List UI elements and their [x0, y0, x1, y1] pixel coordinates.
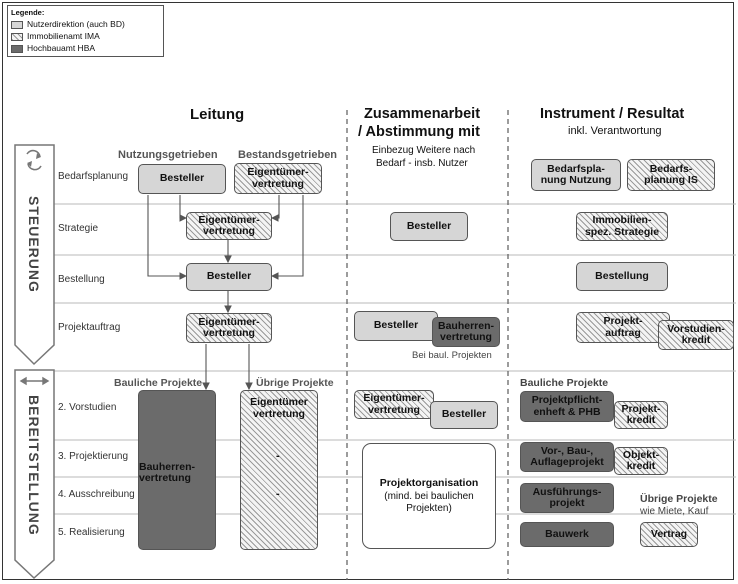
row-projektauftrag: Projektauftrag [58, 322, 121, 333]
box-objektkredit: Objekt-kredit [614, 447, 668, 475]
box-projektpflichtenheft: Projektpflicht-enheft & PHB [520, 391, 614, 422]
double-arrow-icon [19, 376, 50, 386]
legend-title: Legende: [11, 8, 45, 17]
label-bei-baul-projekten: Bei baul. Projekten [412, 350, 492, 361]
row-vorstudien: 2. Vorstudien [58, 402, 117, 413]
box-bauherrenvertretung: Bauherren-vertretung [138, 390, 216, 550]
box-besteller-bestellung: Besteller [186, 263, 272, 291]
legend-label-2: Immobilienamt IMA [27, 31, 100, 41]
box-vorstudienkredit: Vorstudien-kredit [658, 320, 734, 350]
box-eigentuemer-bedarf: Eigentümer-vertretung [234, 163, 322, 194]
label-bauliche-projekte: Bauliche Projekte [114, 377, 203, 389]
header-leitung: Leitung [190, 106, 245, 123]
dash-ausschreibung: - [276, 488, 280, 500]
legend-swatch-hatch [11, 33, 23, 41]
box-mid-eigentuemervertretung: Eigentümer-vertretung [354, 390, 434, 419]
header-instrument-sub: inkl. Verantwortung [568, 125, 662, 137]
box-ausfuehrungsprojekt: Ausführungs-projekt [520, 483, 614, 513]
box-bestellung-resultat: Bestellung [576, 262, 668, 291]
row-bestellung: Bestellung [58, 274, 105, 285]
box-vertrag: Vertrag [640, 522, 698, 547]
dash-projektierung: - [276, 450, 280, 462]
legend-swatch-light [11, 21, 23, 29]
legend-label-1: Nutzerdirektion (auch BD) [27, 19, 125, 29]
legend-swatch-dark [11, 45, 23, 53]
box-mid-besteller-vorstudien: Besteller [430, 401, 498, 429]
header-instrument: Instrument / Resultat [540, 106, 685, 122]
label-uebrige-projekte-right: Übrige Projekte [640, 493, 718, 505]
row-ausschreibung: 4. Ausschreibung [58, 489, 135, 500]
header-zusammenarbeit-1: Zusammenarbeit [364, 106, 481, 122]
box-bedarfsplanung-is: Bedarfs-planung IS [627, 159, 715, 191]
refresh-icon [26, 149, 42, 171]
box-vor-bau-auflageprojekt: Vor-, Bau-,Auflageprojekt [520, 442, 614, 472]
box-eigentuemer-strategie: Eigentümer-vertretung [186, 212, 272, 240]
box-immobilien-strategie: Immobilien-spez. Strategie [576, 212, 668, 241]
legend-label-3: Hochbauamt HBA [27, 43, 96, 53]
box-besteller-bedarf: Besteller [138, 164, 226, 194]
phase-steuerung: STEUERUNG [26, 196, 42, 293]
label-bauliche-projekte-right: Bauliche Projekte [520, 377, 609, 389]
row-projektierung: 3. Projektierung [58, 451, 129, 462]
row-bedarfsplanung: Bedarfsplanung [58, 171, 129, 182]
phase-bereitstellung: BEREITSTELLUNG [26, 395, 42, 536]
label-uebrige-projekte-right-sub: wie Miete, Kauf [640, 506, 709, 517]
label-nutzungsgetrieben: Nutzungsgetrieben [118, 149, 218, 161]
label-bestandsgetrieben: Bestandsgetrieben [238, 149, 338, 161]
legend: Legende: Nutzerdirektion (auch BD) Immob… [7, 5, 164, 57]
box-mid-bauherrenvertretung: Bauherren-vertretung [432, 317, 500, 347]
box-bedarfsplanung-nutzung: Bedarfspla-nung Nutzung [531, 159, 621, 191]
box-mid-besteller-strategie: Besteller [390, 212, 468, 241]
row-realisierung: 5. Realisierung [58, 527, 125, 538]
label-uebrige-projekte: Übrige Projekte [256, 377, 334, 389]
header-zusammenarbeit-sub-2: Bedarf - insb. Nutzer [376, 158, 468, 169]
header-zusammenarbeit-2: / Abstimmung mit [358, 124, 480, 140]
row-strategie: Strategie [58, 223, 99, 234]
box-projektkredit: Projekt-kredit [614, 401, 668, 429]
header-zusammenarbeit-sub-1: Einbezug Weitere nach [372, 145, 476, 156]
box-eigentuemer-projektauftrag: Eigentümer-vertretung [186, 313, 272, 343]
box-bauwerk: Bauwerk [520, 522, 614, 547]
box-projektorganisation: Projektorganisation (mind. bei baulichen… [362, 443, 496, 549]
box-mid-besteller-projektauftrag: Besteller [354, 311, 438, 341]
box-projektauftrag-resultat: Projekt-auftrag [576, 312, 670, 343]
